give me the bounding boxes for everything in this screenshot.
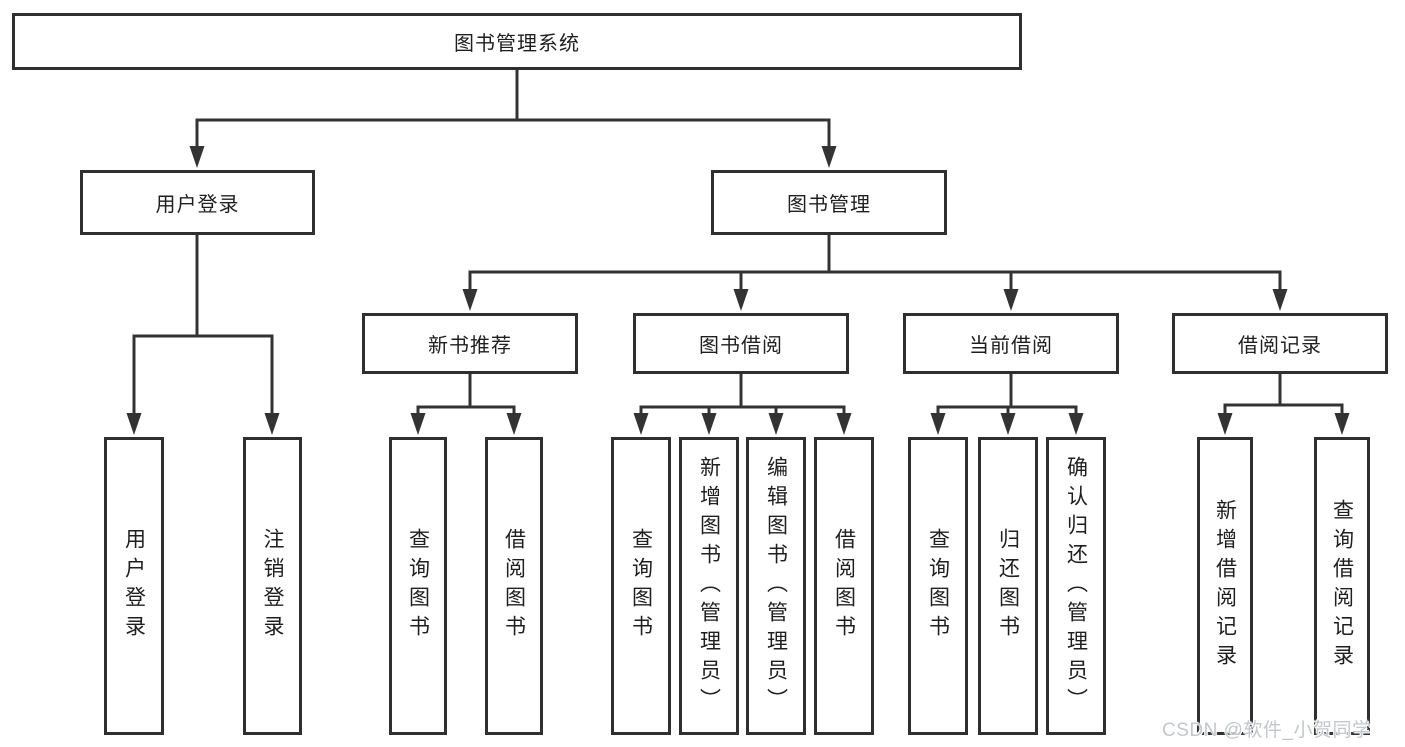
node-leaf-query-books-current: 查询图书 [908,437,968,735]
node-leaf-return-book: 归还图书 [978,437,1038,735]
node-leaf-borrow-books-recommend: 借阅图书 [485,437,543,735]
node-borrowing-records: 借阅记录 [1172,313,1388,374]
node-leaf-borrow-books-recommend-label: 借阅图书 [502,528,526,644]
node-leaf-borrow-books: 借阅图书 [814,437,874,735]
node-leaf-add-book-admin-label: 新增图书（管理员） [697,455,721,717]
node-leaf-query-books-recommend: 查询图书 [389,437,447,735]
node-current-borrowing: 当前借阅 [903,313,1119,374]
node-leaf-edit-book-admin-label: 编辑图书（管理员） [764,455,788,717]
node-book-management-label: 图书管理 [787,194,871,216]
node-leaf-borrow-books-label: 借阅图书 [832,528,856,644]
node-borrowing-records-label: 借阅记录 [1238,335,1322,357]
node-leaf-logout-label: 注销登录 [261,528,284,644]
node-new-book-recommend-label: 新书推荐 [428,335,512,357]
node-user-login-label: 用户登录 [155,194,240,216]
node-user-login: 用户登录 [80,170,315,235]
node-root: 图书管理系统 [12,13,1022,70]
csdn-watermark: CSDN @软件_小贺同学 [1162,720,1372,741]
node-current-borrowing-label: 当前借阅 [969,335,1053,357]
node-leaf-query-borrow-record: 查询借阅记录 [1314,437,1370,735]
node-root-label: 图书管理系统 [454,33,580,55]
node-book-borrowing-label: 图书借阅 [699,335,783,357]
node-book-borrowing: 图书借阅 [633,313,849,374]
node-leaf-user-login-label: 用户登录 [122,528,146,644]
node-leaf-confirm-return-admin-label: 确认归还（管理员） [1064,455,1088,717]
node-leaf-add-book-admin: 新增图书（管理员） [679,437,739,735]
connector-paths [132,70,1344,418]
node-leaf-add-borrow-record-label: 新增借阅记录 [1213,499,1237,673]
node-leaf-query-borrow-record-label: 查询借阅记录 [1330,499,1354,673]
node-leaf-confirm-return-admin: 确认归还（管理员） [1046,437,1106,735]
node-leaf-query-books-current-label: 查询图书 [926,528,950,644]
node-leaf-query-books-recommend-label: 查询图书 [406,528,430,644]
node-book-management: 图书管理 [711,170,947,235]
node-leaf-query-books-borrow: 查询图书 [611,437,671,735]
node-leaf-query-books-borrow-label: 查询图书 [629,528,653,644]
node-leaf-user-login: 用户登录 [104,437,164,735]
node-leaf-add-borrow-record: 新增借阅记录 [1197,437,1253,735]
node-leaf-logout: 注销登录 [243,437,302,735]
node-leaf-return-book-label: 归还图书 [996,528,1020,644]
node-new-book-recommend: 新书推荐 [362,313,578,374]
connector-arrowheads [126,146,1350,435]
node-leaf-edit-book-admin: 编辑图书（管理员） [746,437,806,735]
